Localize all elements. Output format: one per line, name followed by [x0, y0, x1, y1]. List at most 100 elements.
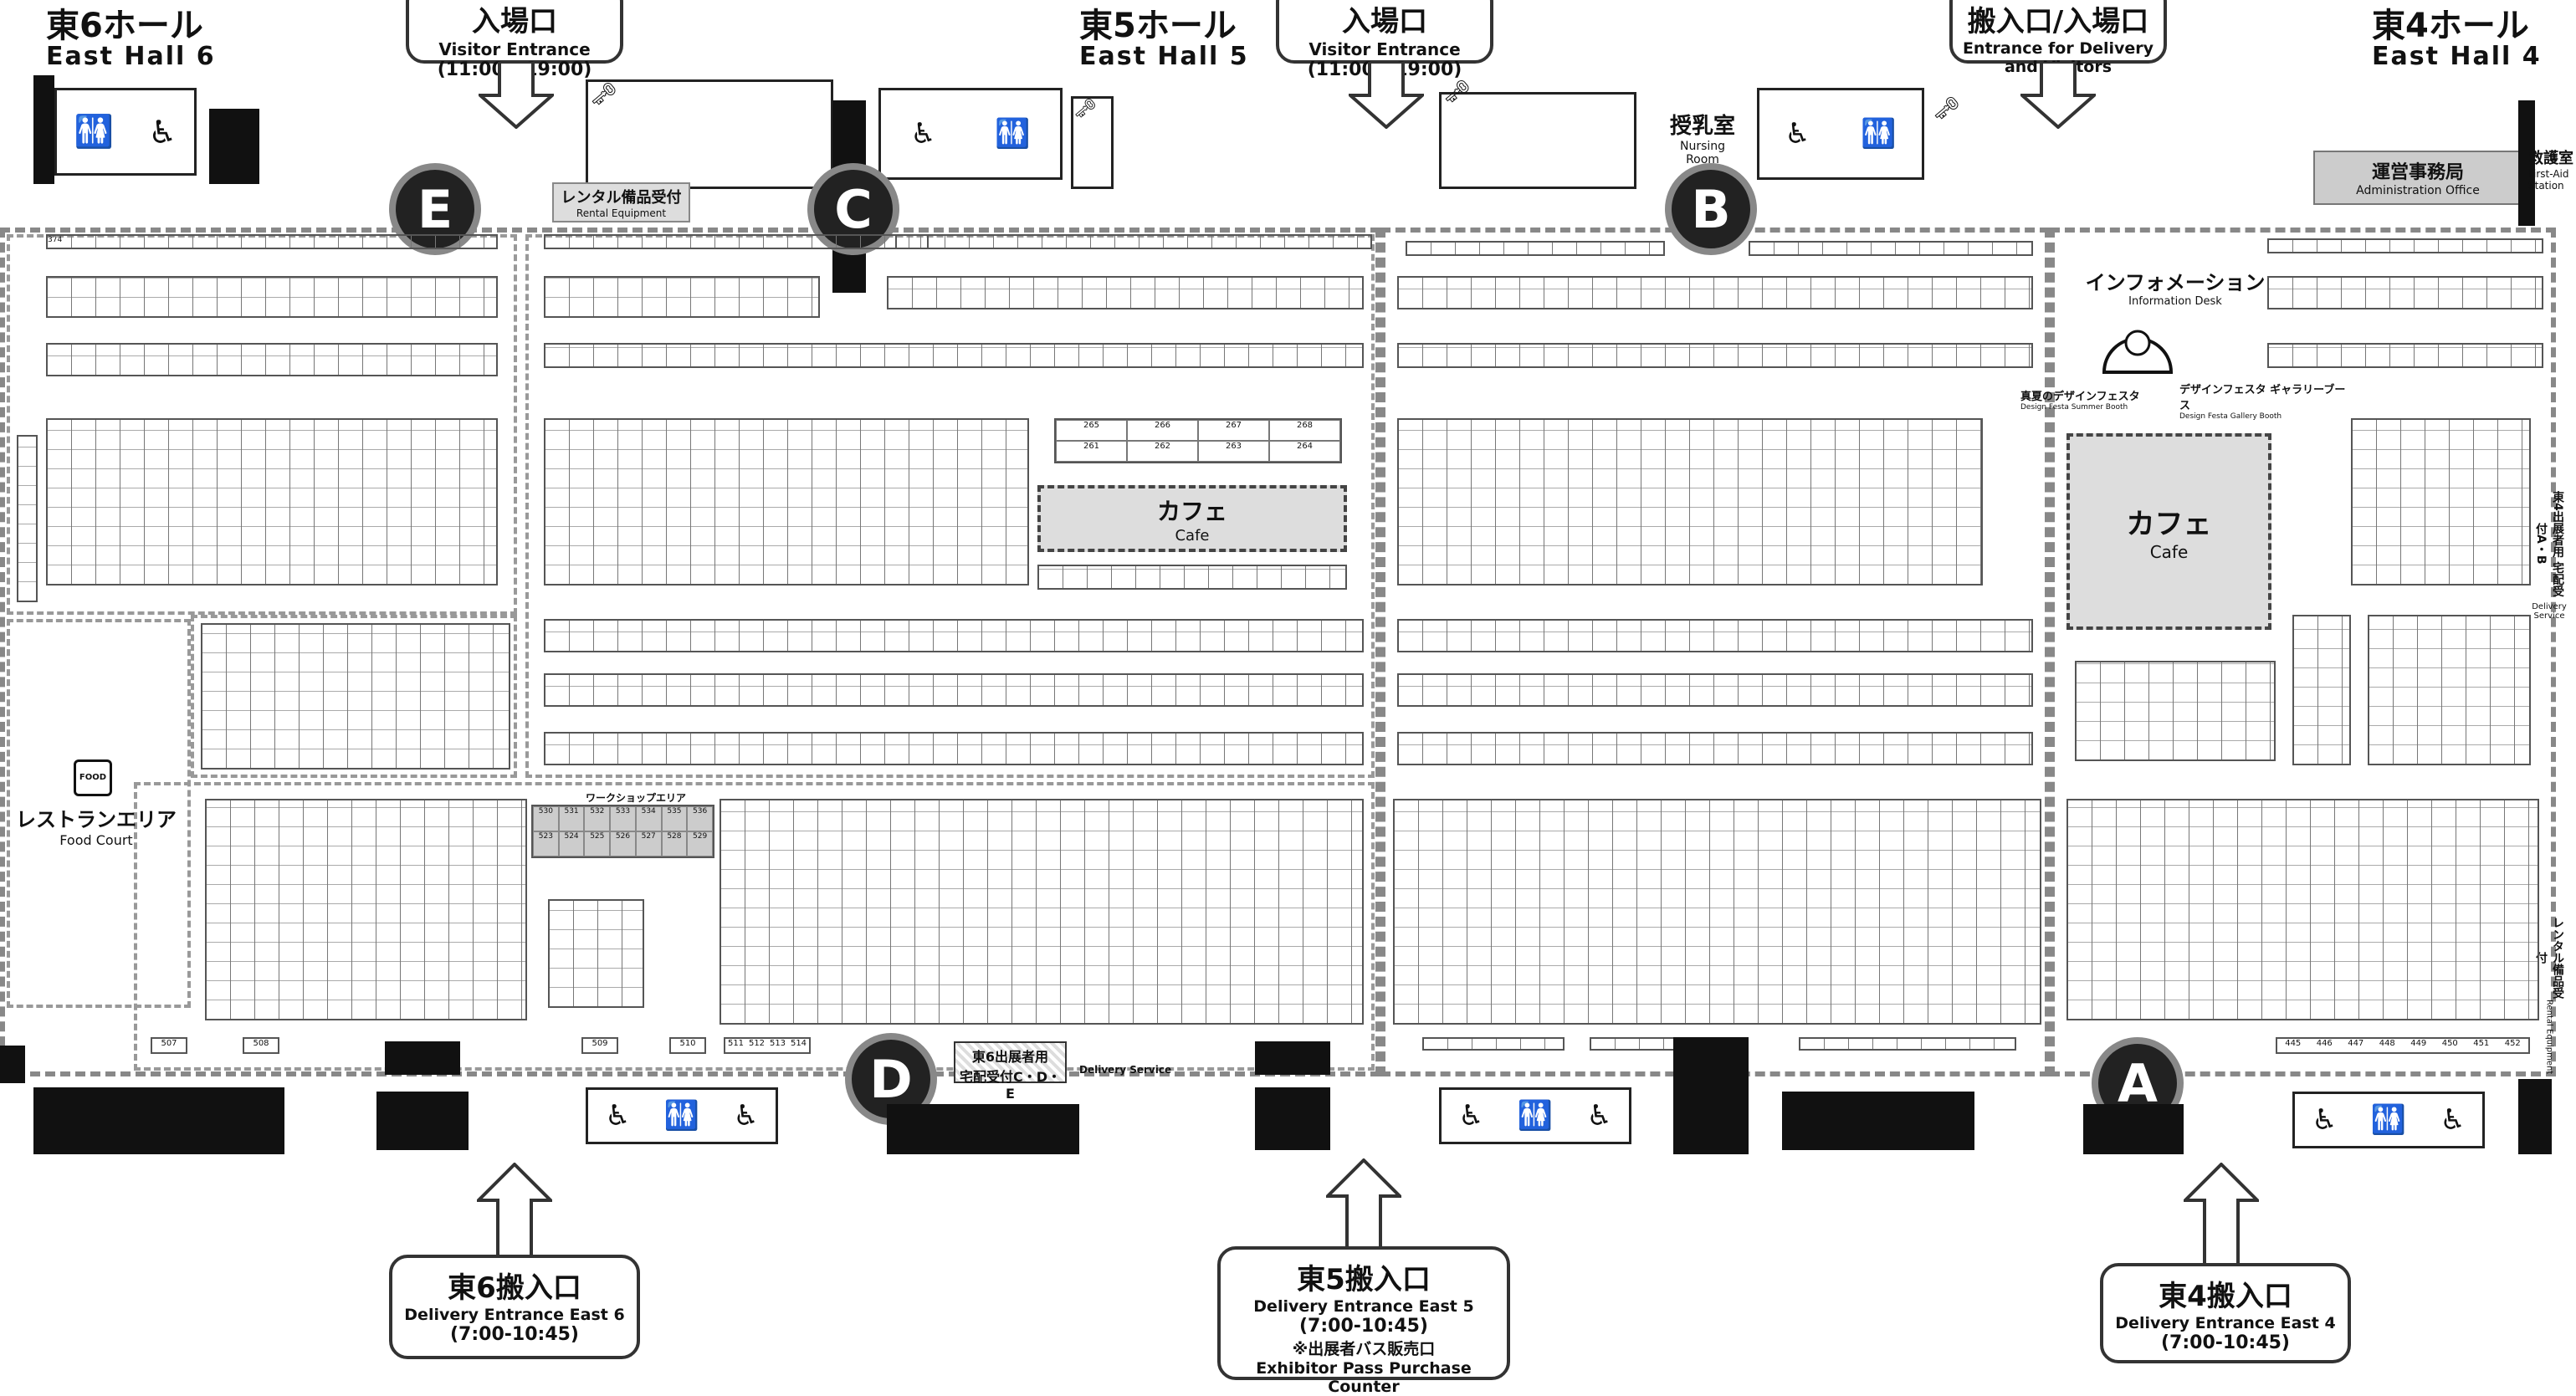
hall-title-en: East Hall 6 — [46, 42, 216, 71]
restroom-east4-bottom: ♿ 🚻 ♿ — [2292, 1092, 2485, 1148]
delivery-visitor-entrance-east4[interactable]: 搬入口/入場口 Entrance for Delivery and Visito… — [1949, 0, 2167, 76]
delivery-entrance-east6[interactable]: 東6搬入口 Delivery Entrance East 6 (7:00-10:… — [389, 1255, 640, 1359]
zone-east5-6-lower — [134, 782, 1375, 1071]
entrance-label-en: Delivery Entrance East 5 — [1253, 1297, 1474, 1316]
rental-right-en: Rental Equipment — [2544, 1000, 2554, 1075]
booth-block — [46, 343, 498, 376]
wall-block — [376, 1092, 469, 1150]
delivery-ab-jp: 東4出展者用 宅配受付A・B — [2534, 490, 2564, 597]
delivery-service-cde: 東6出展者用 宅配受付C・D・E — [954, 1041, 1067, 1102]
gallery-booth: デザインフェスタ ギャラリーブース Design Festa Gallery B… — [2179, 381, 2347, 421]
booth-number: 263 — [1198, 441, 1269, 462]
wall-block — [2083, 1104, 2184, 1154]
delivery-service-ab: 東4出展者用 宅配受付A・B Delivery Service — [2528, 485, 2570, 621]
booth-row-bottom — [1422, 1037, 1565, 1051]
booth-number: 265 — [1056, 420, 1127, 441]
wheelchair-icon: ♿ — [2440, 1103, 2466, 1137]
wall-block — [1255, 1087, 1330, 1150]
booth-number: 450 — [2441, 1039, 2458, 1048]
first-aid-jp: 救護室 — [2528, 150, 2573, 167]
booth-block — [544, 343, 1364, 368]
delivery-cde-jp2: 宅配受付C・D・E — [959, 1069, 1062, 1102]
booth-row-top-east5-left — [544, 234, 929, 249]
booth-number: 536 — [687, 806, 713, 831]
hall-title-east6: 東6ホール East Hall 6 — [46, 8, 216, 70]
food-court-jp: レストランエリア — [16, 808, 177, 831]
entrance-label-en: Delivery Entrance East 4 — [2115, 1314, 2336, 1332]
wall-block — [1782, 1092, 1974, 1150]
booth-block — [1393, 799, 2041, 1025]
info-en: Information Desk — [2128, 295, 2222, 308]
wall-block — [33, 1087, 284, 1154]
gallery-booth-en: Design Festa Gallery Booth — [2179, 412, 2282, 421]
restroom-east5: ♿ 🚻 — [878, 88, 1063, 180]
admin-office-jp: 運営事務局 — [2371, 162, 2464, 183]
booth-block — [2075, 661, 2276, 761]
hall-title-jp: 東6ホール — [46, 7, 203, 45]
booth-block — [2292, 615, 2351, 765]
cafe-en: Cafe — [1175, 526, 1210, 545]
first-aid-station: 救護室 First-Aid Station — [2528, 146, 2576, 192]
entrance-label-jp: 東4搬入口 — [2159, 1280, 2292, 1313]
booth-block — [1397, 732, 2033, 765]
entrance-label-en: Visitor Entrance — [438, 39, 591, 59]
visitor-entrance-east6[interactable]: 入場口 Visitor Entrance (11:00 - 19:00) — [406, 0, 623, 80]
booth-number: 529 — [687, 831, 713, 857]
wall-block — [1255, 1041, 1330, 1075]
wall-block — [385, 1041, 460, 1075]
workshop-area-label: ワークショップエリア — [585, 792, 686, 804]
key-icon: 🗝 — [1071, 96, 1114, 189]
hall-area-east5-6 — [0, 228, 1380, 1076]
booth-block — [544, 276, 820, 318]
down-arrow-icon — [2020, 62, 2096, 129]
restroom-east4-top: ♿ 🚻 — [1757, 88, 1924, 180]
booth-block — [2368, 615, 2531, 765]
wall-block — [0, 1046, 25, 1083]
booth-number: 452 — [2504, 1039, 2521, 1048]
delivery-cde-jp1: 東6出展者用 — [971, 1049, 1049, 1065]
key-icon: 🗝 — [1933, 96, 1961, 121]
booth-number: 527 — [635, 831, 662, 857]
restroom-east5-bottom: ♿ 🚻 ♿ — [1439, 1087, 1631, 1144]
booth-number: 262 — [1127, 441, 1198, 462]
food-court-zone — [7, 619, 191, 1008]
gate-b[interactable]: B — [1665, 163, 1757, 255]
booth-row-top-east4 — [2267, 238, 2543, 253]
delivery-entrance-east4[interactable]: 東4搬入口 Delivery Entrance East 4 (7:00-10:… — [2100, 1263, 2351, 1363]
restroom-icon: 🚻 — [1517, 1099, 1554, 1133]
rental-jp: レンタル備品受付 — [561, 189, 682, 207]
restroom-east6: 🚻 ♿ — [54, 88, 197, 176]
booth-block — [544, 619, 1364, 652]
visitor-entrance-east5[interactable]: 入場口 Visitor Entrance (11:00 - 19:00) — [1276, 0, 1493, 80]
rental-en: Rental Equipment — [576, 207, 667, 219]
hall-title-jp: 東4ホール — [2372, 7, 2529, 45]
information-desk[interactable]: インフォメーション Information Desk — [2062, 266, 2288, 308]
booth-block — [1397, 619, 2033, 652]
info-jp: インフォメーション — [2085, 271, 2266, 294]
summer-booth-jp: 真夏のデザインフェスタ — [2020, 391, 2140, 403]
administration-office: 運営事務局 Administration Office — [2313, 151, 2522, 205]
summer-booth-en: Design Festa Summer Booth — [2020, 403, 2128, 412]
booth-row-bottom-east4: 445 446 447 448 449 450 451 452 — [2276, 1037, 2530, 1054]
hall-area-east4 — [2050, 228, 2556, 1076]
wheelchair-icon: ♿ — [1785, 117, 1810, 151]
rental-equipment-east4: レンタル備品受付 Rental Equipment — [2528, 916, 2570, 1075]
delivery-entrance-east5[interactable]: 東5搬入口 Delivery Entrance East 5 (7:00-10:… — [1217, 1246, 1510, 1396]
food-icon: FOOD — [74, 759, 112, 796]
food-court-en: Food Court — [59, 832, 133, 848]
booth-number: 451 — [2473, 1039, 2490, 1048]
admin-office-en: Administration Office — [2356, 184, 2480, 197]
booth-number: 528 — [661, 831, 688, 857]
room-block — [1439, 92, 1636, 189]
booth-number: 447 — [2348, 1039, 2364, 1048]
booth-block — [17, 435, 38, 602]
wall-block — [2518, 1079, 2552, 1154]
wall-block — [887, 1104, 1079, 1154]
restroom-icon: 🚻 — [663, 1099, 700, 1133]
booth-number: 533 — [610, 806, 636, 831]
nursing-room: 授乳室 Nursing Room — [1665, 109, 1740, 166]
hall-title-en: East Hall 5 — [1079, 42, 1249, 71]
booth-number: 526 — [610, 831, 636, 857]
room-block — [586, 79, 833, 189]
up-arrow-icon — [2184, 1163, 2259, 1267]
